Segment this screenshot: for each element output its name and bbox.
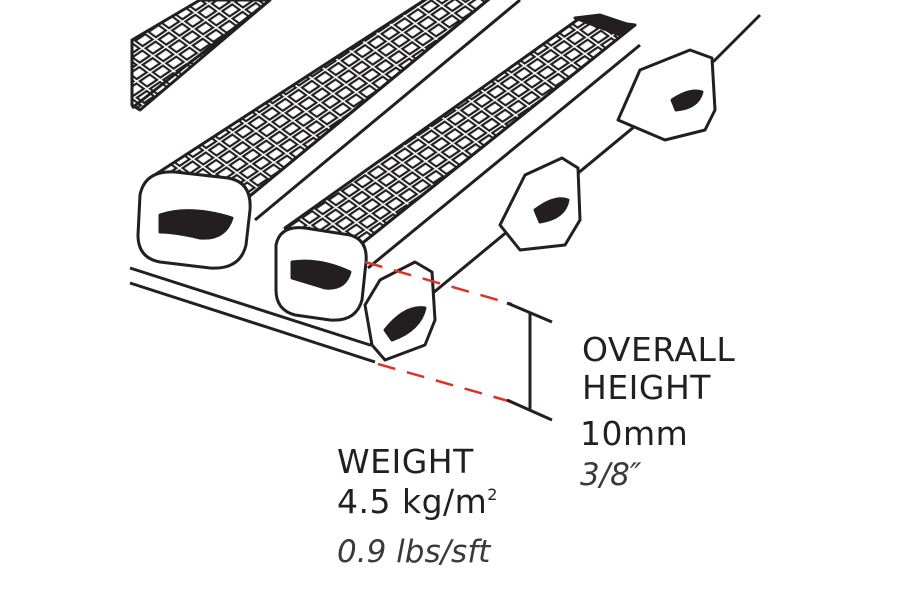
weight-metric-value: 4.5 kg/m [337, 482, 488, 521]
height-label-line2: HEIGHT [582, 368, 711, 407]
dimension-bar [506, 301, 553, 422]
height-metric: 10mm [580, 414, 689, 453]
weight-imperial: 0.9 lbs/sft [337, 534, 491, 570]
connector-front [363, 260, 437, 362]
connector-middle [498, 156, 582, 252]
rail-right [274, 13, 641, 322]
height-label-line1: OVERALL [582, 330, 736, 369]
dimension-dash-bottom [377, 362, 513, 404]
rail-back [130, 0, 272, 112]
rail-hole [158, 209, 234, 240]
dimension-dash-top [364, 260, 513, 306]
connector-back [616, 48, 717, 142]
height-dimension [364, 260, 553, 422]
rail-left [136, 0, 521, 270]
weight-metric: 4.5 kg/m2 [337, 485, 498, 518]
rail-hole [290, 259, 352, 290]
weight-metric-superscript: 2 [487, 485, 498, 504]
weight-label: WEIGHT [337, 442, 474, 481]
height-imperial: 3/8″ [580, 457, 642, 493]
